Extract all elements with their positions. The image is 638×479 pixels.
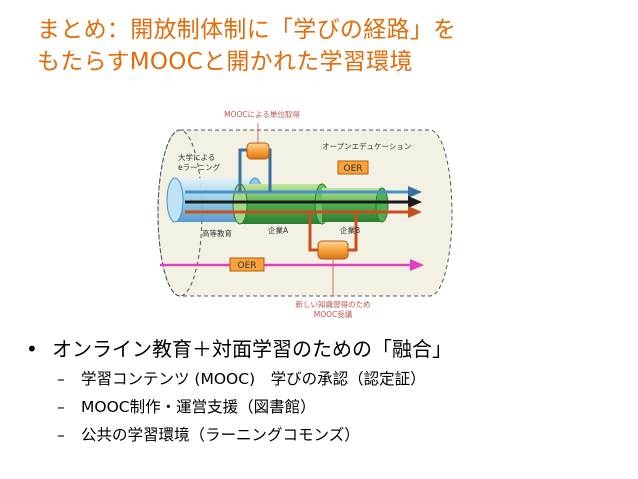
bullet-marker: • [26,337,38,361]
sub-bullet-marker: – [57,398,65,416]
slide-title: まとめ：開放制体制に「学びの経路」を もたらすMOOCと開かれた学習環境 [37,14,617,78]
company-b-label: 企業B [340,225,360,235]
bullet-list: •オンライン教育＋対面学習のための「融合」 –学習コンテンツ (MOOC) 学び… [26,336,626,446]
sub-bullet-marker: – [57,426,65,444]
mooc-credit-label: MOOCによる単位取得 [224,109,300,119]
learning-pathway-diagram: OER OER MOOCによる単位取得 大学による eラーニング オープンエデュ… [157,109,453,319]
sub-bullet-marker: – [57,370,65,388]
mooc-knowledge-label-2: MOOC受講 [314,309,353,319]
sub-bullet-1: –学習コンテンツ (MOOC) 学びの承認（認定証） [57,368,626,390]
sub-bullet-text: 学習コンテンツ (MOOC) 学びの承認（認定証） [81,370,426,388]
title-line-1: まとめ：開放制体制に「学びの経路」を [37,17,457,43]
mooc-knowledge-path [308,212,358,296]
oer-box-top [337,160,369,175]
title-line-2: もたらすMOOCと開かれた学習環境 [37,49,413,75]
higher-education-label: 高等教育 [202,228,232,238]
mooc-knowledge-label-1: 新しい知識習得のため [296,299,371,309]
oer-label-top: OER [343,164,362,174]
university-label-1: 大学による [178,152,215,162]
sub-bullet-text: MOOC制作・運営支援（図書館） [81,398,316,416]
oer-box-bottom [229,257,265,272]
company-a-label: 企業A [268,225,289,235]
sub-bullet-2: –MOOC制作・運営支援（図書館） [57,396,626,418]
pathway-arrows [160,186,424,271]
company-cylinder [232,183,389,225]
open-education-label: オープンエデュケーション [322,141,411,151]
mooc-credit-path [238,123,272,192]
university-label-2: eラーニング [178,162,221,172]
bullet-main-text: オンライン教育＋対面学習のための「融合」 [52,337,452,361]
sub-bullet-text: 公共の学習環境（ラーニングコモンズ） [81,426,360,444]
sub-bullet-3: –公共の学習環境（ラーニングコモンズ） [57,424,626,446]
bullet-main: • オンライン教育＋対面学習のための「融合」 [26,336,626,362]
oer-label-bottom: OER [237,261,256,271]
